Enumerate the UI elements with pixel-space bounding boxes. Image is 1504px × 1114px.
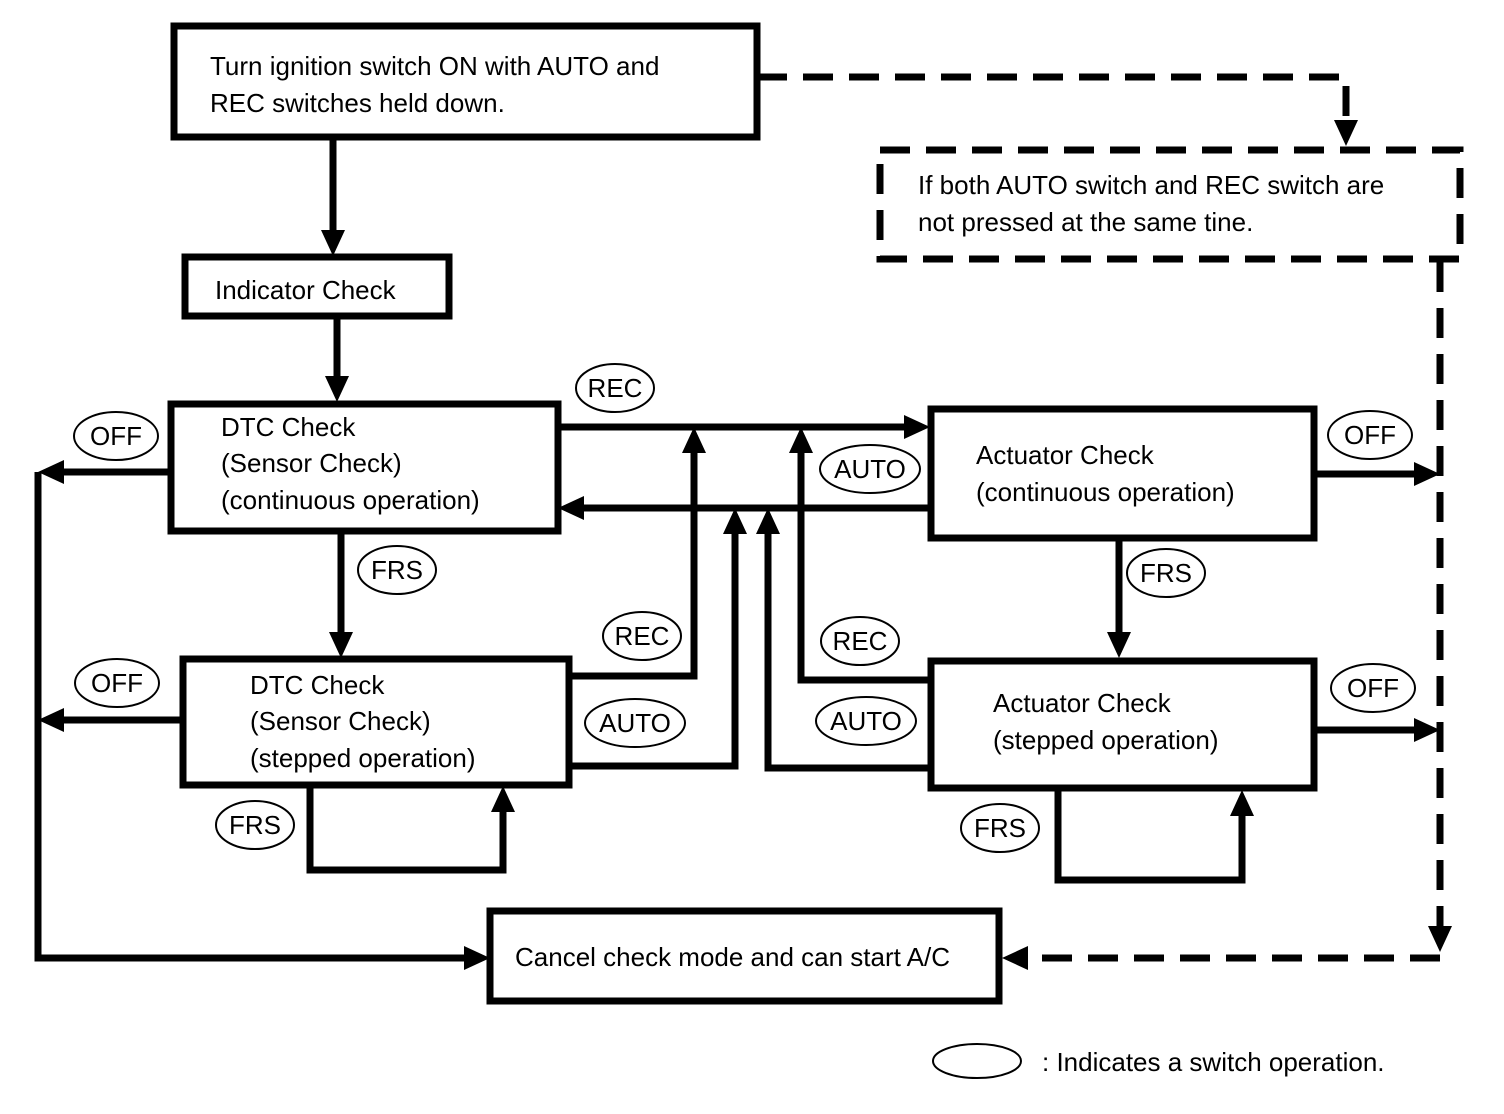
flow-actuator-stepped-frs-loop (1054, 790, 1246, 884)
dtc-continuous-line-3: (continuous operation) (221, 485, 480, 515)
switch-label: OFF (1347, 673, 1399, 703)
note-box: If both AUTO switch and REC switch are n… (876, 146, 1464, 263)
flow-start-to-note-dashed (757, 73, 1350, 124)
dtc-stepped-line-1: DTC Check (250, 670, 385, 700)
arrowhead (904, 415, 930, 439)
switch-label: FRS (371, 555, 423, 585)
actuator-continuous-line-2: (continuous operation) (976, 477, 1235, 507)
switch-frs-actuator-down: FRS (1126, 548, 1206, 598)
actuator-check-stepped-box: Actuator Check (stepped operation) (927, 657, 1318, 792)
actuator-stepped-line-1: Actuator Check (993, 688, 1172, 718)
flow-dtc-stepped-frs-loop (306, 786, 507, 874)
switch-label: AUTO (599, 708, 671, 738)
switch-rec-dtc-stepped: REC (602, 611, 682, 661)
switch-label: REC (833, 626, 888, 656)
legend: : Indicates a switch operation. (932, 1043, 1385, 1079)
arrowhead (558, 496, 584, 520)
arrowhead (464, 946, 490, 970)
arrowhead (325, 376, 349, 402)
switch-auto-actuator-stepped: AUTO (815, 696, 917, 746)
dtc-continuous-line-1: DTC Check (221, 412, 356, 442)
cancel-check-box: Cancel check mode and can start A/C (486, 907, 1003, 1005)
switch-label: FRS (1140, 558, 1192, 588)
actuator-continuous-line-1: Actuator Check (976, 440, 1155, 470)
arrowhead (329, 632, 353, 658)
arrowhead (1002, 946, 1028, 970)
indicator-check-box: Indicator Check (181, 253, 453, 320)
flow-actuator-stepped-auto-up (764, 530, 930, 772)
cancel-check-label: Cancel check mode and can start A/C (515, 942, 950, 972)
dtc-stepped-line-3: (stepped operation) (250, 743, 475, 773)
arrowhead (1414, 462, 1440, 486)
switch-off-dtc-continuous: OFF (73, 411, 159, 461)
dtc-stepped-line-2: (Sensor Check) (250, 706, 431, 736)
switch-rec-top: REC (575, 363, 655, 413)
switch-frs-actuator-loop: FRS (960, 803, 1040, 853)
arrowhead (38, 708, 64, 732)
switch-auto-dtc-stepped: AUTO (584, 698, 686, 748)
start-box-line-1: Turn ignition switch ON with AUTO and (210, 51, 659, 81)
switch-label: AUTO (830, 706, 902, 736)
dtc-check-continuous-box: DTC Check (Sensor Check) (continuous ope… (167, 400, 562, 535)
arrowhead (1107, 632, 1131, 658)
start-box-line-2: REC switches held down. (210, 88, 505, 118)
switch-label: OFF (1344, 420, 1396, 450)
arrowhead (321, 230, 345, 256)
switch-frs-dtc-down: FRS (357, 545, 437, 595)
dtc-check-stepped-box: DTC Check (Sensor Check) (stepped operat… (179, 655, 573, 789)
arrowhead (723, 508, 747, 534)
arrowhead (1334, 120, 1358, 146)
flow-dtc-stepped-rec-up (570, 449, 698, 680)
switch-frs-dtc-loop: FRS (215, 800, 295, 850)
arrowhead (1428, 926, 1452, 952)
switch-label: AUTO (834, 454, 906, 484)
switch-off-actuator-continuous: OFF (1327, 410, 1413, 460)
switch-label: OFF (90, 421, 142, 451)
arrowhead (491, 786, 515, 812)
switch-label: REC (588, 373, 643, 403)
note-box-line-2: not pressed at the same tine. (918, 207, 1253, 237)
note-box-line-1: If both AUTO switch and REC switch are (918, 170, 1384, 200)
dtc-continuous-line-2: (Sensor Check) (221, 448, 402, 478)
legend-oval-icon (932, 1043, 1022, 1079)
actuator-check-continuous-box: Actuator Check (continuous operation) (927, 405, 1318, 542)
flow-dtc-stepped-auto-up (570, 530, 739, 770)
legend-text: : Indicates a switch operation. (1042, 1047, 1385, 1077)
switch-auto-top: AUTO (819, 444, 921, 494)
switch-label: FRS (229, 810, 281, 840)
switch-off-dtc-stepped: OFF (74, 658, 160, 708)
switch-label: OFF (91, 668, 143, 698)
switch-label: REC (615, 621, 670, 651)
arrowhead (756, 508, 780, 534)
arrowhead (682, 427, 706, 453)
arrowhead (38, 460, 64, 484)
switch-label: FRS (974, 813, 1026, 843)
arrowhead (789, 427, 813, 453)
start-box: Turn ignition switch ON with AUTO and RE… (170, 22, 761, 141)
arrowhead (1230, 790, 1254, 816)
actuator-stepped-line-2: (stepped operation) (993, 725, 1218, 755)
arrowhead (1414, 718, 1440, 742)
switch-rec-actuator-stepped: REC (820, 616, 900, 666)
flow-left-off-bus (34, 472, 470, 962)
flow-actuator-stepped-rec-up (797, 449, 930, 684)
indicator-check-label: Indicator Check (215, 275, 397, 305)
switch-off-actuator-stepped: OFF (1330, 663, 1416, 713)
